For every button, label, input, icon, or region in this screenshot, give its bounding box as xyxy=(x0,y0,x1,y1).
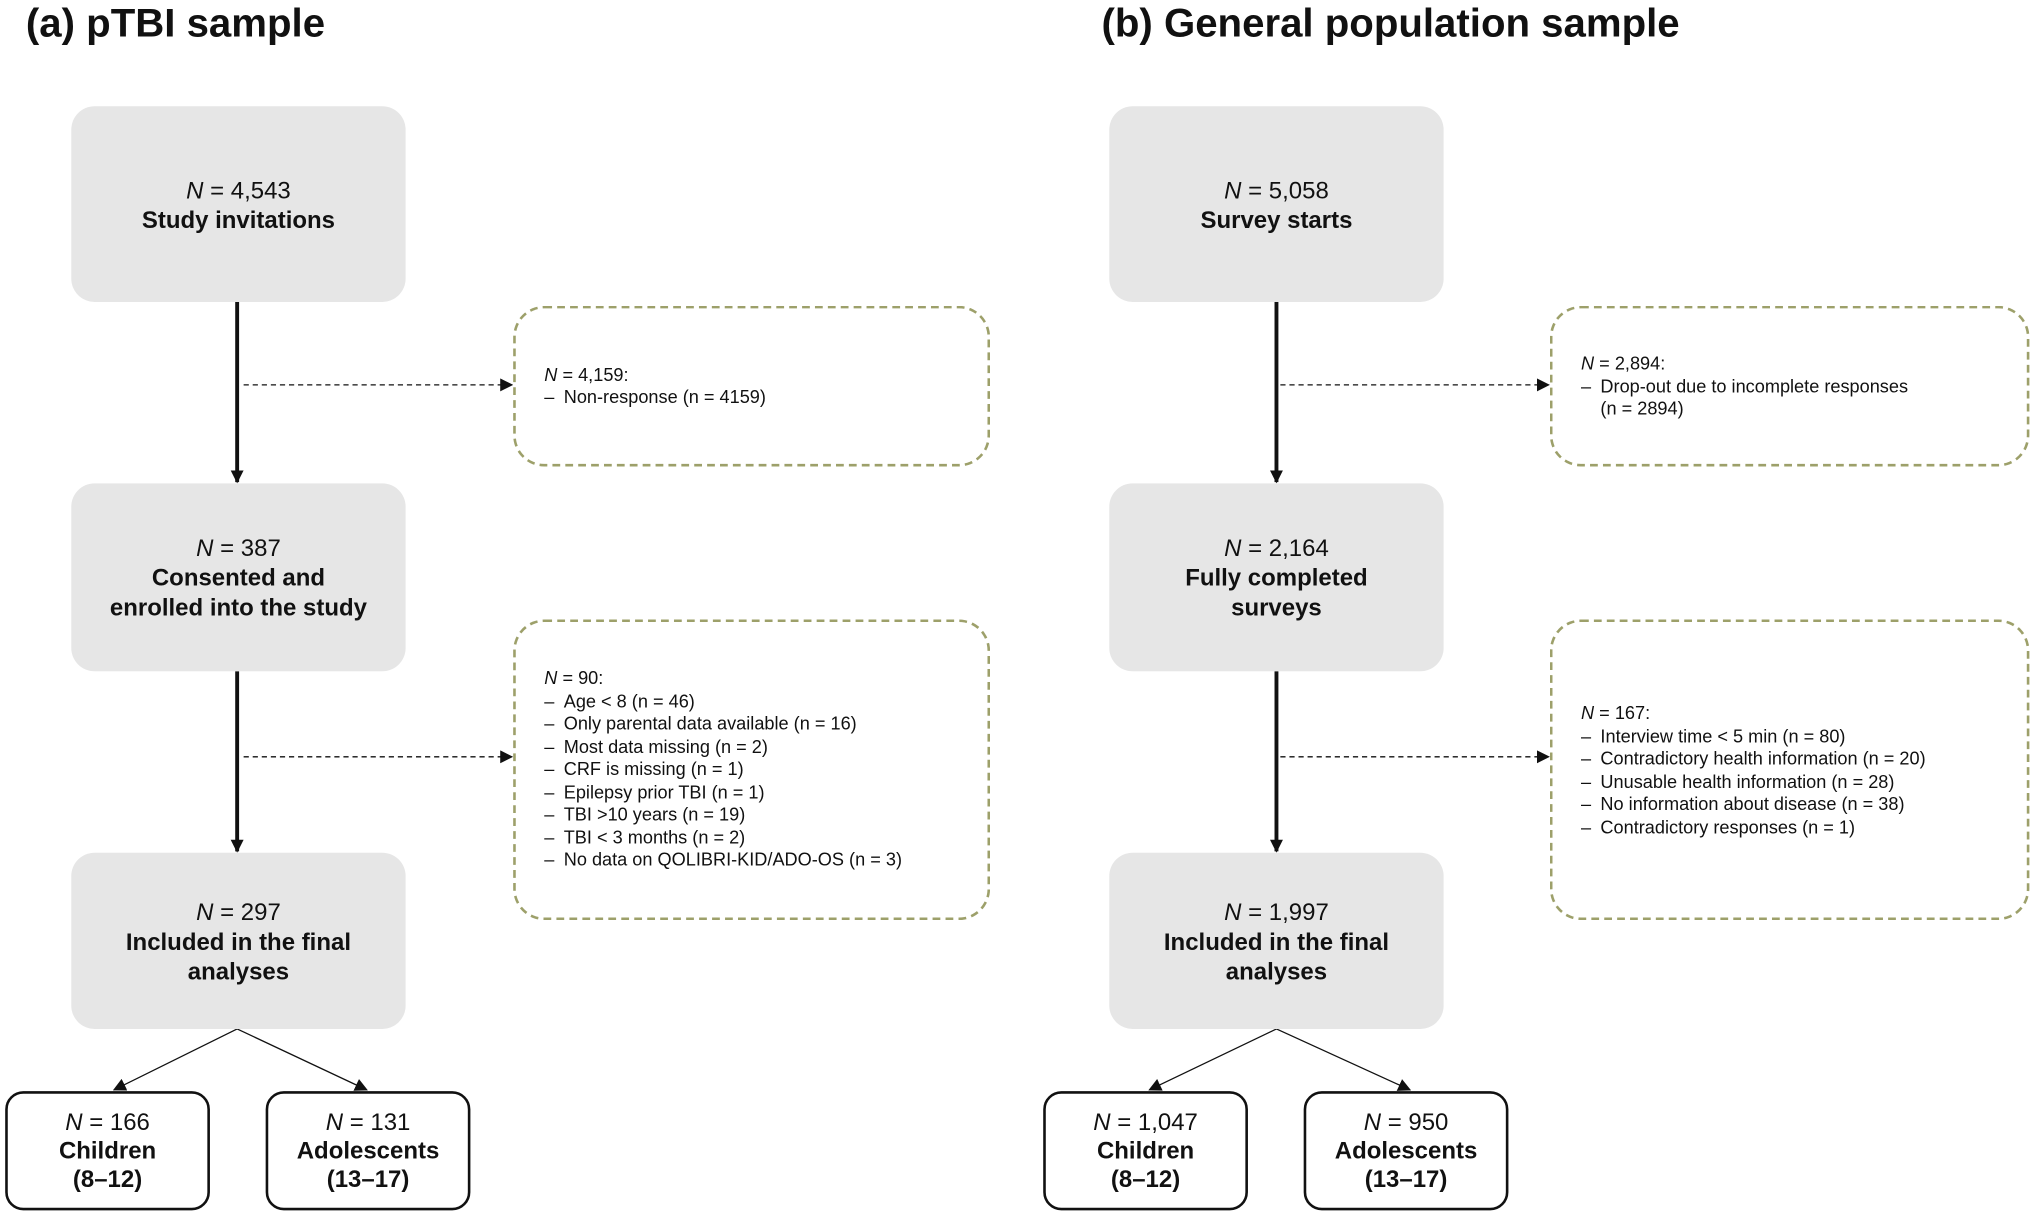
step-count: N = 2,164 xyxy=(1224,533,1329,562)
split-arrow xyxy=(1148,1028,1277,1091)
split-arrow xyxy=(112,1028,238,1091)
step-label: Included in the final analyses xyxy=(1163,927,1390,985)
group-label: Adolescents (13–17) xyxy=(1334,1136,1478,1193)
exclusion-count: N = 2,894: xyxy=(1580,352,1666,374)
split-arrow xyxy=(1276,1028,1412,1091)
exclusion-item: Drop-out due to incomplete responses (n … xyxy=(1581,375,2027,420)
step-box: N = 1,997 Included in the final analyses xyxy=(1109,852,1444,1029)
exclusion-item: Age < 8 (n = 46) xyxy=(544,690,987,713)
step-box: N = 297 Included in the final analyses xyxy=(71,852,406,1029)
exclusion-item: Unusable health information (n = 28) xyxy=(1581,770,2027,793)
group-box-children: N = 166 Children (8–12) xyxy=(5,1091,210,1211)
step-label: Study invitations xyxy=(141,205,336,233)
step-label: Included in the final analyses xyxy=(125,927,351,985)
exclusion-item: Contradictory health information (n = 20… xyxy=(1581,748,2027,771)
step-count: N = 1,997 xyxy=(1224,897,1329,925)
group-label: Adolescents (13–17) xyxy=(296,1136,440,1193)
group-box-adolescents: N = 950 Adolescents (13–17) xyxy=(1303,1091,1509,1211)
panel-a-arrows xyxy=(112,301,514,1091)
exclusion-item: Only parental data available (n = 16) xyxy=(544,713,987,736)
group-count: N = 1,047 xyxy=(1093,1107,1198,1136)
exclusion-item: Interview time < 5 min (n = 80) xyxy=(1581,725,2027,748)
exclusion-item: Contradictory responses (n = 1) xyxy=(1581,816,2027,839)
exclusion-box: N = 4,159: Non-response (n = 4159) xyxy=(513,305,991,467)
exclusion-box: N = 167: Interview time < 5 min (n = 80)… xyxy=(1549,619,2030,921)
panel-a-title: (a) pTBI sample xyxy=(25,0,326,46)
group-label: Children (8–12) xyxy=(1096,1136,1195,1193)
step-count: N = 4,543 xyxy=(186,175,291,203)
group-count: N = 131 xyxy=(325,1107,411,1136)
exclusion-item: TBI < 3 months (n = 2) xyxy=(544,826,987,849)
exclusion-item: Epilepsy prior TBI (n = 1) xyxy=(544,781,987,804)
exclusion-count: N = 4,159: xyxy=(544,363,629,385)
exclusion-item: CRF is missing (n = 1) xyxy=(544,758,987,781)
step-box: N = 4,543 Study invitations xyxy=(71,106,406,302)
exclusion-count: N = 167: xyxy=(1580,702,1651,724)
step-count: N = 5,058 xyxy=(1224,175,1329,203)
step-label: Survey starts xyxy=(1200,205,1353,233)
exclusion-count: N = 90: xyxy=(544,667,604,689)
step-box: N = 2,164 Fully completed surveys xyxy=(1109,483,1444,672)
step-count: N = 297 xyxy=(196,897,281,925)
panel-b-title: (b) General population sample xyxy=(1101,0,1680,46)
group-label: Children (8–12) xyxy=(58,1136,157,1193)
exclusion-item: Most data missing (n = 2) xyxy=(544,736,987,759)
group-box-adolescents: N = 131 Adolescents (13–17) xyxy=(265,1091,471,1211)
exclusion-item: No data on QOLIBRI-KID/ADO-OS (n = 3) xyxy=(544,849,987,872)
step-label: Consented and enrolled into the study xyxy=(109,563,367,621)
step-box: N = 387 Consented and enrolled into the … xyxy=(71,483,406,672)
step-label: Fully completed surveys xyxy=(1185,563,1368,621)
exclusion-item: TBI >10 years (n = 19) xyxy=(544,804,987,827)
exclusion-box: N = 90: Age < 8 (n = 46) Only parental d… xyxy=(513,619,991,921)
step-count: N = 387 xyxy=(196,533,281,562)
group-box-children: N = 1,047 Children (8–12) xyxy=(1043,1091,1248,1211)
panel-b-arrows xyxy=(1148,301,1550,1091)
exclusion-box: N = 2,894: Drop-out due to incomplete re… xyxy=(1549,305,2030,467)
split-arrow xyxy=(236,1028,368,1091)
group-count: N = 950 xyxy=(1363,1107,1449,1136)
group-count: N = 166 xyxy=(65,1107,150,1136)
exclusion-item: Non-response (n = 4159) xyxy=(544,386,987,409)
exclusion-item: No information about disease (n = 38) xyxy=(1581,793,2027,816)
step-box: N = 5,058 Survey starts xyxy=(1109,106,1444,302)
